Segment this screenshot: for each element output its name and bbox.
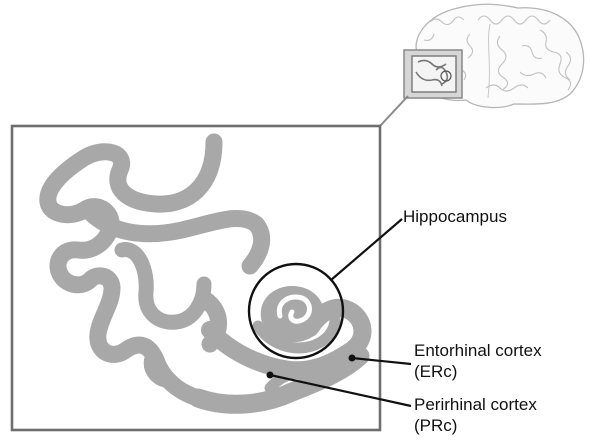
entorhinal-cortex-label: Entorhinal cortex (ERc) — [414, 340, 542, 382]
perirhinal-label-line2: (PRc) — [414, 415, 537, 436]
entorhinal-label-line2: (ERc) — [414, 361, 542, 382]
zoom-connector-line — [380, 96, 408, 126]
hippocampus-label: Hippocampus — [403, 206, 507, 227]
brain-thumbnail — [404, 4, 584, 107]
perirhinal-label-line1: Perirhinal cortex — [414, 394, 537, 415]
entorhinal-label-line1: Entorhinal cortex — [414, 340, 542, 361]
hippocampus-label-text: Hippocampus — [403, 206, 507, 227]
perirhinal-cortex-label: Perirhinal cortex (PRc) — [414, 394, 537, 436]
